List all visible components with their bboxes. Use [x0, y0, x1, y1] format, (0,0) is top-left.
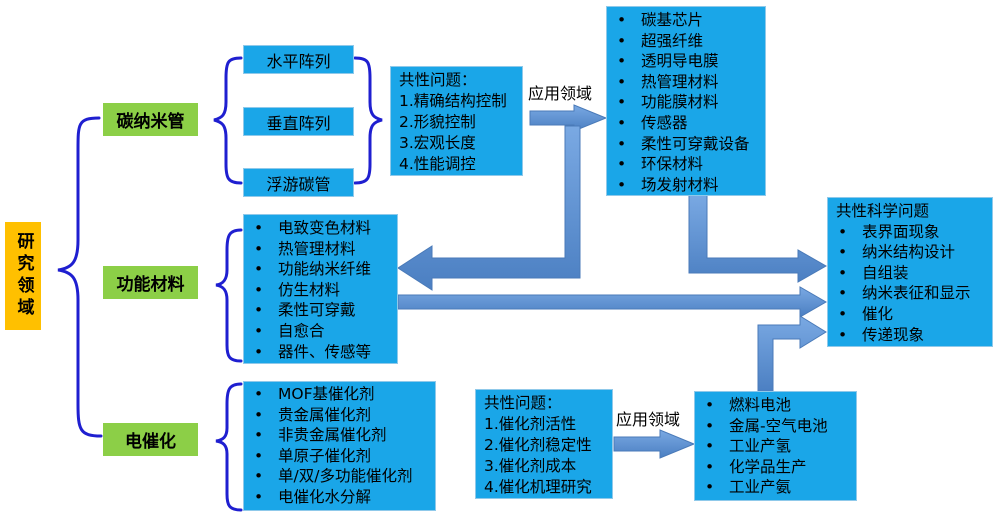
- catalyst-item: 单原子催化剂: [244, 446, 435, 467]
- catalyst-item: 单/双/多功能催化剂: [244, 466, 435, 487]
- science-issue-item: 催化: [828, 304, 992, 325]
- cnt-issue-item: 3.宏观长度: [399, 134, 476, 152]
- cnt-type-floating: 浮游碳管: [243, 168, 354, 197]
- arrow-cnt-to-apps: [529, 104, 608, 132]
- functional-item: 电致变色材料: [244, 218, 397, 239]
- catalyst-issue-item: 3.催化剂成本: [484, 457, 577, 475]
- category-functional: 功能材料: [103, 266, 198, 299]
- energy-app-item: 工业产氨: [695, 477, 856, 498]
- catalyst-item: 贵金属催化剂: [244, 405, 435, 426]
- cnt-app-item: 柔性可穿戴设备: [607, 134, 765, 155]
- energy-app-item: 工业产氢: [695, 436, 856, 457]
- cnt-right-brace: [353, 56, 383, 185]
- arrow-energy-to-science: [757, 315, 827, 393]
- cnt-issue-item: 2.形貌控制: [399, 113, 476, 131]
- catalyst-issue-item: 4.催化机理研究: [484, 478, 592, 496]
- catalyst-item: 非贵金属催化剂: [244, 425, 435, 446]
- cnt-app-item: 传感器: [607, 113, 765, 134]
- functional-brace: [215, 228, 243, 363]
- cnt-issues-title: 共性问题：: [399, 71, 477, 89]
- energy-app-item: 燃料电池: [695, 395, 856, 416]
- cnt-type-vertical: 垂直阵列: [243, 107, 354, 136]
- cnt-app-item: 透明导电膜: [607, 51, 765, 72]
- category-electrocatalysis: 电催化: [103, 423, 198, 456]
- energy-app-item: 金属-空气电池: [695, 416, 856, 437]
- science-issue-item: 传递现象: [828, 325, 992, 346]
- cnt-app-item: 场发射材料: [607, 175, 765, 196]
- cnt-left-brace: [213, 56, 243, 185]
- cnt-issue-item: 4.性能调控: [399, 155, 476, 173]
- functional-item: 自愈合: [244, 321, 397, 342]
- catalyst-issue-item: 1.催化剂活性: [484, 415, 577, 433]
- catalyst-issues-title: 共性问题：: [484, 394, 562, 412]
- energy-app-item: 化学品生产: [695, 457, 856, 478]
- arrow-issues-to-energy: [613, 429, 696, 459]
- arrow-functional-to-science: [397, 286, 828, 318]
- category-cnt-label: 碳纳米管: [116, 112, 185, 132]
- functional-items-box: 电致变色材料 热管理材料 功能纳米纤维 仿生材料 柔性可穿戴 自愈合 器件、传感…: [243, 214, 398, 364]
- science-issue-item: 自组装: [828, 263, 992, 284]
- root-node: 研究领域: [5, 222, 41, 330]
- energy-apps-box: 燃料电池 金属-空气电池 工业产氢 化学品生产 工业产氨: [694, 391, 857, 501]
- science-issue-item: 纳米表征和显示: [828, 283, 992, 304]
- cnt-issues-box: 共性问题： 1.精确结构控制 2.形貌控制 3.宏观长度 4.性能调控: [390, 66, 523, 176]
- category-electrocatalysis-label: 电催化: [125, 432, 176, 452]
- arrow-loop-to-functional: [397, 125, 581, 291]
- main-brace: [57, 116, 103, 438]
- science-issues-title: 共性科学问题: [836, 202, 930, 220]
- cnt-app-item: 超强纤维: [607, 31, 765, 52]
- catalyst-item: MOF基催化剂: [244, 384, 435, 405]
- science-issue-item: 纳米结构设计: [828, 242, 992, 263]
- cnt-app-item: 功能膜材料: [607, 92, 765, 113]
- catalyst-items-box: MOF基催化剂 贵金属催化剂 非贵金属催化剂 单原子催化剂 单/双/多功能催化剂…: [243, 381, 436, 511]
- science-issues-box: 共性科学问题 表界面现象 纳米结构设计 自组装 纳米表征和显示 催化 传递现象: [827, 197, 993, 347]
- cnt-app-item: 碳基芯片: [607, 10, 765, 31]
- cnt-app-item: 热管理材料: [607, 72, 765, 93]
- functional-item: 功能纳米纤维: [244, 259, 397, 280]
- catalyst-item: 电催化水分解: [244, 487, 435, 508]
- cnt-apps-box: 碳基芯片 超强纤维 透明导电膜 热管理材料 功能膜材料 传感器 柔性可穿戴设备 …: [606, 6, 766, 196]
- science-issue-item: 表界面现象: [828, 222, 992, 243]
- cnt-type-horizontal: 水平阵列: [243, 45, 354, 74]
- catalyst-brace: [215, 382, 243, 512]
- category-functional-label: 功能材料: [116, 275, 185, 295]
- app-label-1: 应用领域: [528, 84, 593, 103]
- root-label: 研究领域: [13, 232, 34, 320]
- cnt-type-label: 水平阵列: [266, 51, 331, 71]
- functional-item: 热管理材料: [244, 239, 397, 260]
- category-cnt: 碳纳米管: [103, 103, 198, 136]
- arrow-apps-to-science: [688, 193, 828, 283]
- app-label-2: 应用领域: [616, 410, 681, 429]
- cnt-issue-item: 1.精确结构控制: [399, 92, 507, 110]
- catalyst-issue-item: 2.催化剂稳定性: [484, 436, 592, 454]
- catalyst-issues-box: 共性问题： 1.催化剂活性 2.催化剂稳定性 3.催化剂成本 4.催化机理研究: [475, 389, 613, 499]
- functional-item: 柔性可穿戴: [244, 300, 397, 321]
- cnt-type-label: 垂直阵列: [266, 113, 331, 133]
- cnt-app-item: 环保材料: [607, 154, 765, 175]
- functional-item: 器件、传感等: [244, 342, 397, 363]
- functional-item: 仿生材料: [244, 280, 397, 301]
- cnt-type-label: 浮游碳管: [266, 174, 331, 194]
